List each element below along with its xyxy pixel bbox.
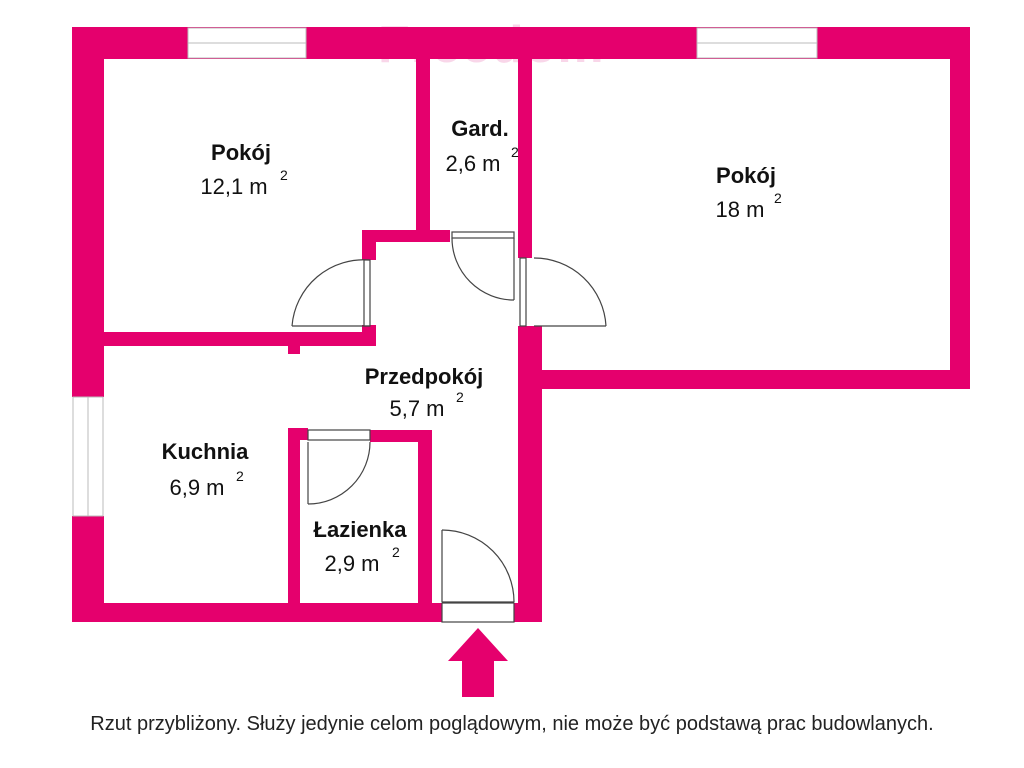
entrance-arrow-icon — [448, 628, 508, 697]
wall-wardrobe-bottom — [430, 230, 450, 242]
door-room1 — [291, 259, 371, 327]
wall-bathroom-left — [288, 428, 300, 603]
door-wardrobe — [451, 231, 515, 301]
room-area-exponent: 2 — [236, 468, 244, 484]
room-pokoj-2: Pokój 18 m 2 — [716, 163, 782, 222]
wall-big-room-left-lower — [518, 326, 542, 372]
room-label: Gard. — [451, 116, 508, 141]
room-area-exponent: 2 — [392, 544, 400, 560]
wall-door-jamb-big-room — [518, 242, 532, 258]
disclaimer-text: Rzut przybliżony. Służy jedynie celom po… — [90, 713, 934, 735]
room-kuchnia: Kuchnia 6,9 m 2 — [162, 439, 250, 500]
windows — [72, 27, 818, 517]
room-przedpokoj: Przedpokój 5,7 m 2 — [365, 364, 484, 421]
room-area: 18 m — [716, 197, 765, 222]
wall-bathroom-top-left — [288, 428, 308, 440]
room-area: 5,7 m — [389, 396, 444, 421]
room-garderoba: Gard. 2,6 m 2 — [445, 116, 519, 176]
room-pokoj-1: Pokój 12,1 m 2 — [200, 140, 288, 199]
room-area: 2,6 m — [445, 151, 500, 176]
room-label: Przedpokój — [365, 364, 484, 389]
room-label: Pokój — [211, 140, 271, 165]
wall-bottom-right — [514, 603, 542, 622]
wall-door-jamb-room1 — [362, 230, 376, 260]
room-label: Pokój — [716, 163, 776, 188]
room-area-exponent: 2 — [774, 190, 782, 206]
wall-left-upper — [72, 27, 104, 397]
door-bathroom — [307, 429, 371, 505]
door-entrance — [441, 529, 515, 623]
room-area-exponent: 2 — [280, 167, 288, 183]
wall-wardrobe-right — [518, 57, 532, 242]
wall-corridor-right — [518, 370, 542, 622]
door-big-room — [519, 257, 607, 327]
wall-big-room-bottom — [530, 370, 970, 389]
room-area-exponent: 2 — [511, 144, 519, 160]
wall-room1-corner — [362, 325, 376, 346]
wall-stub — [288, 346, 300, 354]
room-area: 12,1 m — [200, 174, 267, 199]
room-area: 2,9 m — [324, 551, 379, 576]
room-area-exponent: 2 — [456, 389, 464, 405]
wall-bathroom-top-right — [370, 430, 432, 442]
wall-bottom-left — [72, 603, 442, 622]
doors — [291, 231, 607, 623]
wall-room1-bottom — [104, 332, 376, 346]
room-label: Łazienka — [314, 517, 408, 542]
wall-bathroom-right — [418, 430, 432, 603]
room-label: Kuchnia — [162, 439, 250, 464]
wall-wardrobe-left — [416, 57, 430, 242]
room-lazienka: Łazienka 2,9 m 2 — [314, 517, 408, 576]
room-area: 6,9 m — [169, 475, 224, 500]
wall-right — [950, 27, 970, 389]
